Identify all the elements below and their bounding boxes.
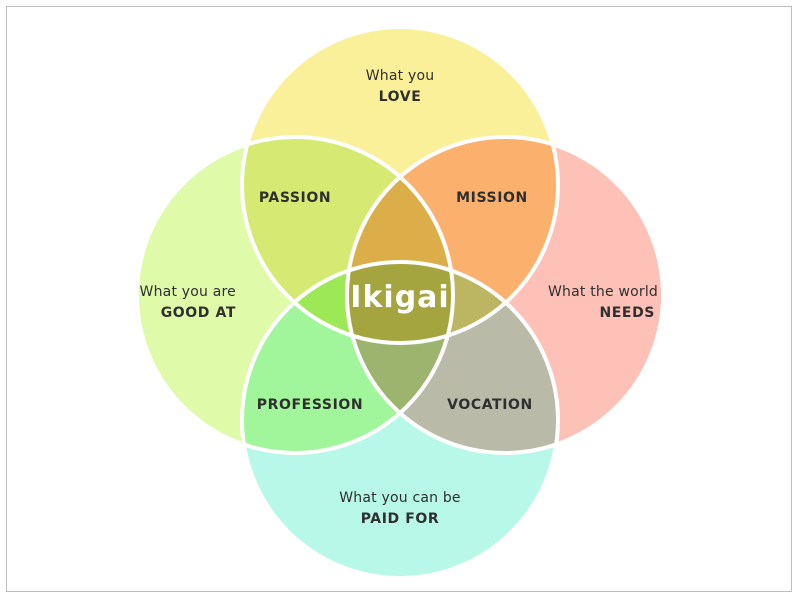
world-needs-label-line2: NEEDS	[599, 305, 655, 321]
triple-overlap-top	[347, 137, 453, 343]
mission-label: MISSION	[456, 190, 528, 206]
paid-for-label-line2: PAID FOR	[361, 511, 440, 527]
love-label-line1: What you	[366, 68, 435, 84]
circle-outlines	[135, 25, 665, 580]
vocation-label: VOCATION	[447, 397, 533, 413]
ikigai-label: Ikigai	[350, 280, 449, 315]
passion-label: PASSION	[259, 190, 331, 206]
paid-for-label-line1: What you can be	[339, 490, 461, 506]
good-at-label-line1: What you are	[140, 284, 236, 300]
profession-label: PROFESSION	[257, 397, 363, 413]
world-needs-label-line1: What the world	[548, 284, 658, 300]
love-label-line2: LOVE	[379, 89, 422, 105]
good-at-label-line2: GOOD AT	[161, 305, 236, 321]
